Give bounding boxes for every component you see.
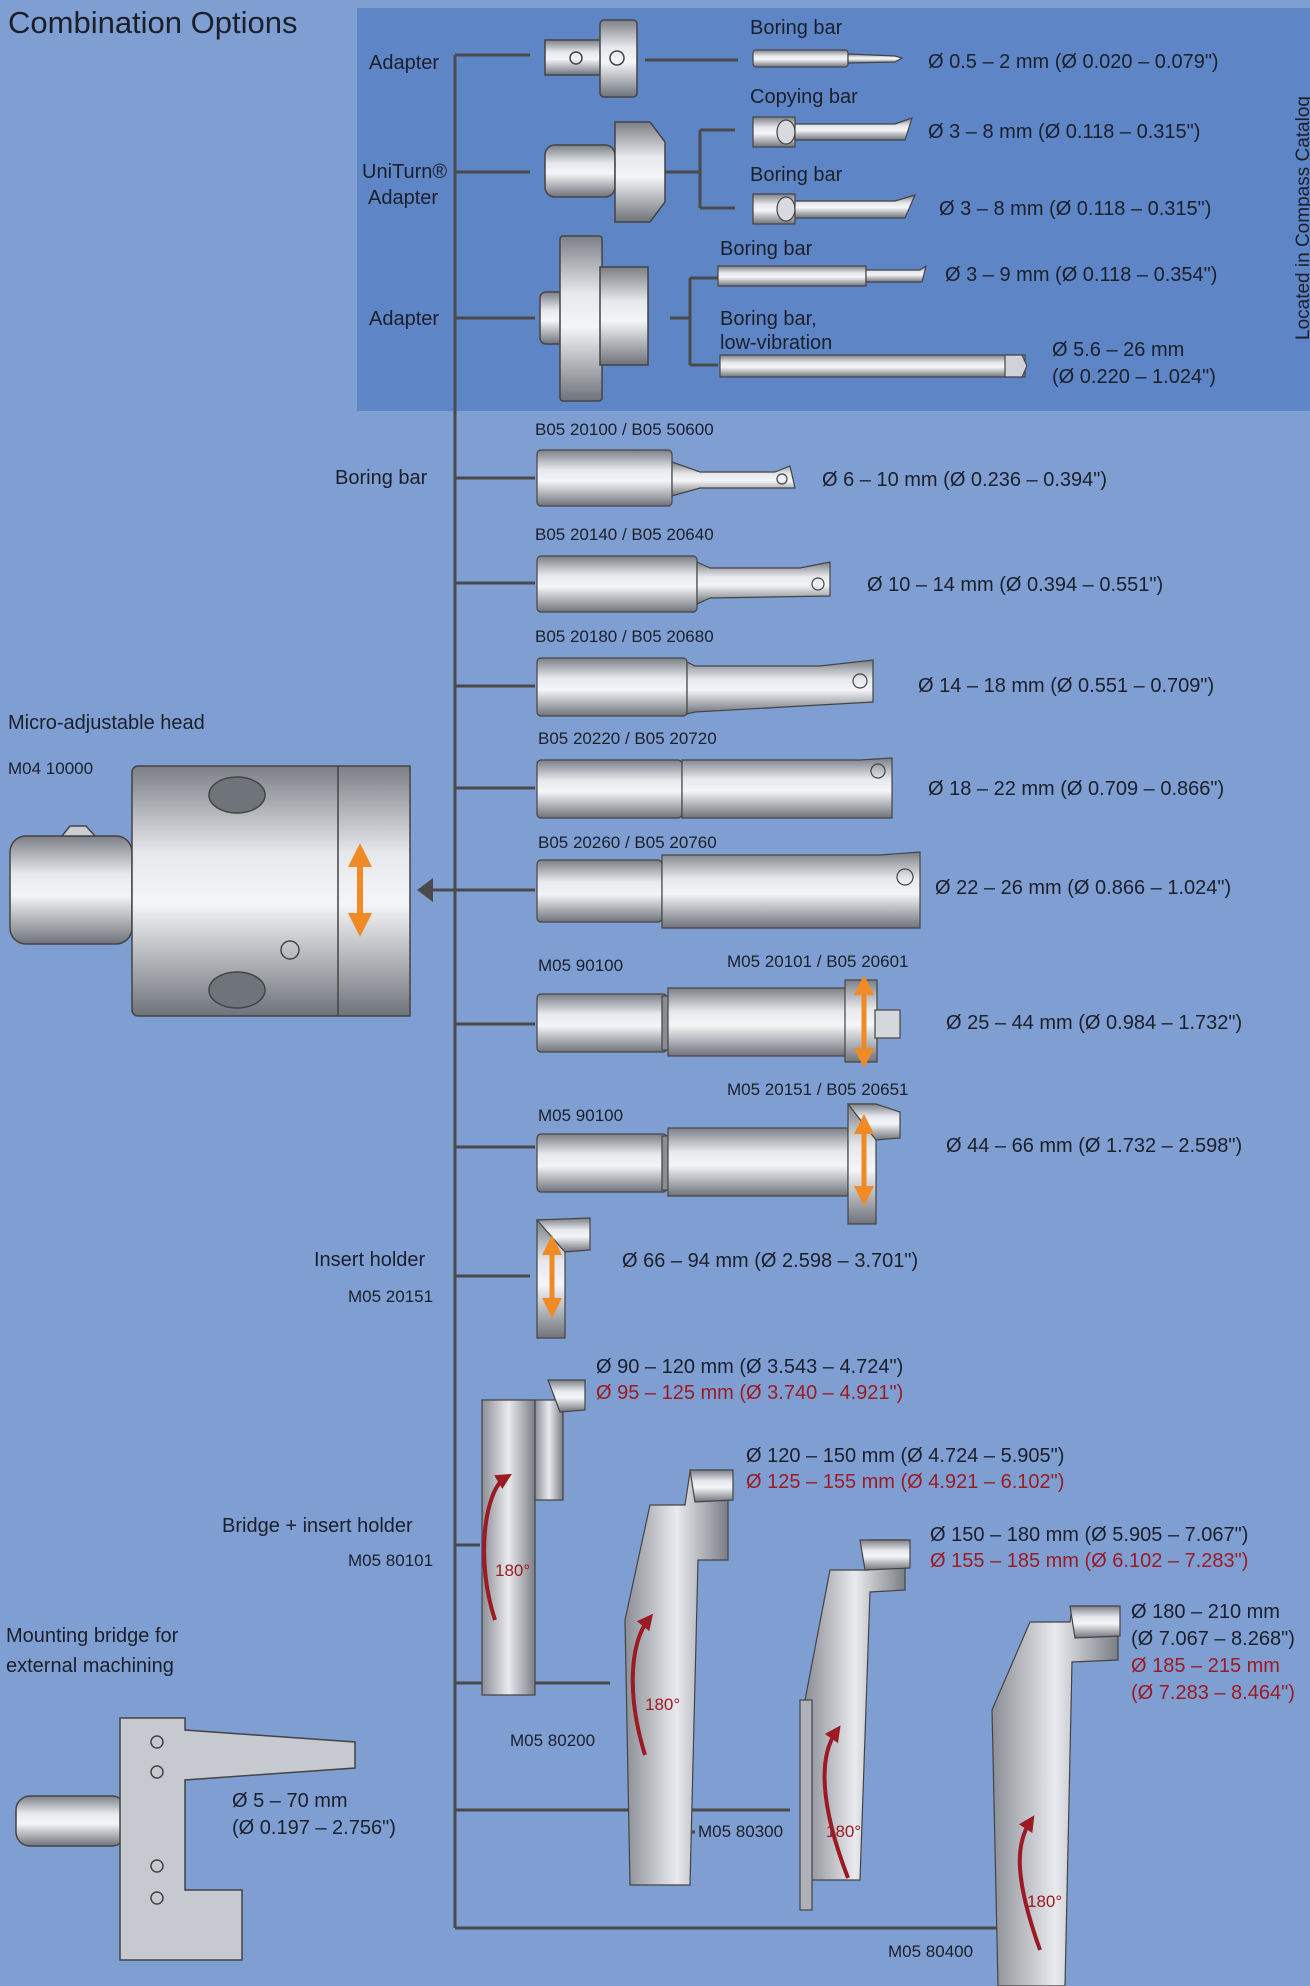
side-note: Located in Compass Catalog: [1293, 96, 1310, 340]
adapter-2-dim-2-line2: (Ø 0.220 – 1.024"): [1052, 366, 1216, 388]
low-vibration-bar-drawing: [719, 354, 1028, 378]
boring-bar-5-code: B05 20260 / B05 20760: [538, 833, 717, 852]
boring-bar-2-code: B05 20140 / B05 20640: [535, 525, 714, 544]
boring-bar-4-drawing: [536, 757, 893, 819]
boring-bar-adapter2-drawing: [717, 264, 927, 287]
insert-holder-code: M05 20151: [348, 1287, 434, 1306]
adapter-2-dim-2-line1: Ø 5.6 – 26 mm: [1052, 339, 1185, 361]
bridge-3-rotate: 180°: [826, 1822, 862, 1841]
uniturn-label-1: UniTurn®: [362, 161, 448, 183]
bridge-3-code: M05 80300: [698, 1822, 784, 1841]
bridge-4-dim-red-2: (Ø 7.283 – 8.464"): [1131, 1682, 1295, 1704]
adjustable-1-dim: Ø 25 – 44 mm (Ø 0.984 – 1.732"): [946, 1012, 1243, 1034]
copying-bar-dim: Ø 3 – 8 mm (Ø 0.118 – 0.315"): [928, 121, 1201, 143]
adjustable-assembly-2-drawing: [536, 1103, 901, 1225]
adapter-2-drawing: [539, 235, 649, 402]
boring-bar-2-dim: Ø 10 – 14 mm (Ø 0.394 – 0.551"): [867, 574, 1164, 596]
boring-bar-2-drawing: [536, 555, 831, 613]
boring-bar-3-drawing: [536, 657, 874, 717]
boring-bar-group-label: Boring bar: [335, 467, 428, 489]
bridge-1-rotate: 180°: [495, 1561, 531, 1580]
copying-bar-drawing: [752, 116, 913, 148]
bridge-3-dim: Ø 150 – 180 mm (Ø 5.905 – 7.067"): [930, 1524, 1249, 1546]
bridge-4-drawing: [991, 1605, 1121, 1986]
adapter-1-drawing: [544, 19, 638, 98]
adapter-2-label: Adapter: [369, 308, 440, 330]
bridge-1-drawing: [481, 1379, 586, 1696]
insert-holder-drawing: [535, 1217, 591, 1339]
adjustable-2-code-2: M05 20151 / B05 20651: [727, 1080, 909, 1099]
boring-bar-5-drawing: [536, 851, 921, 929]
uniturn-label-2: Adapter: [368, 187, 439, 209]
adapter-1-label: Adapter: [369, 52, 440, 74]
adjustable-2-dim: Ø 44 – 66 mm (Ø 1.732 – 2.598"): [946, 1135, 1243, 1157]
uniturn-boring-bar-dim: Ø 3 – 8 mm (Ø 0.118 – 0.315"): [939, 198, 1212, 220]
boring-bar-1-drawing: [536, 449, 796, 507]
bridge-4-dim-2: (Ø 7.067 – 8.268"): [1131, 1628, 1295, 1650]
copying-bar-label: Copying bar: [750, 86, 858, 108]
adapter-2-item-1: Boring bar: [720, 238, 813, 260]
bridge-3-dim-red: Ø 155 – 185 mm (Ø 6.102 – 7.283"): [930, 1550, 1249, 1572]
boring-bar-3-code: B05 20180 / B05 20680: [535, 627, 714, 646]
insert-holder-dim: Ø 66 – 94 mm (Ø 2.598 – 3.701"): [622, 1250, 919, 1272]
bridge-2-dim: Ø 120 – 150 mm (Ø 4.724 – 5.905"): [746, 1445, 1065, 1467]
mounting-dim-2: (Ø 0.197 – 2.756"): [232, 1817, 396, 1839]
boring-bar-4-code: B05 20220 / B05 20720: [538, 729, 717, 748]
bridge-2-rotate: 180°: [645, 1695, 681, 1714]
adapter-2-item-2-line1: Boring bar,: [720, 308, 817, 330]
bridge-code: M05 80101: [348, 1551, 434, 1570]
uniturn-adapter-drawing: [544, 121, 666, 223]
adjustable-2-code-1: M05 90100: [538, 1106, 624, 1125]
adapter-1-item: Boring bar: [750, 17, 843, 39]
bridge-3-drawing: [799, 1539, 911, 1911]
bridge-2-dim-red: Ø 125 – 155 mm (Ø 4.921 – 6.102"): [746, 1471, 1065, 1493]
bridge-4-dim-1: Ø 180 – 210 mm: [1131, 1601, 1280, 1623]
page-title: Combination Options: [8, 5, 298, 40]
bridge-1-dim: Ø 90 – 120 mm (Ø 3.543 – 4.724"): [596, 1356, 904, 1378]
mounting-label-1: Mounting bridge for: [6, 1625, 179, 1647]
connector-lines: [420, 53, 1000, 1930]
mounting-bridge-drawing: [15, 1717, 356, 1961]
boring-bar-3-dim: Ø 14 – 18 mm (Ø 0.551 – 0.709"): [918, 675, 1215, 697]
bridge-4-dim-red-1: Ø 185 – 215 mm: [1131, 1655, 1280, 1677]
adjustable-assembly-1-drawing: [536, 975, 901, 1068]
boring-bar-1-code: B05 20100 / B05 50600: [535, 420, 714, 439]
micro-head-label: Micro-adjustable head: [8, 712, 205, 734]
bridge-label: Bridge + insert holder: [222, 1515, 413, 1537]
boring-bar-5-dim: Ø 22 – 26 mm (Ø 0.866 – 1.024"): [935, 877, 1232, 899]
adjustable-1-code-2: M05 20101 / B05 20601: [727, 952, 909, 971]
adapter-2-item-2-line2: low-vibration: [720, 332, 833, 354]
uniturn-boring-bar-label: Boring bar: [750, 164, 843, 186]
micro-adjustable-head-drawing: [9, 765, 411, 1017]
boring-bar-small-drawing: [752, 49, 904, 68]
bridge-2-drawing: [624, 1469, 734, 1886]
bridge-4-rotate: 180°: [1027, 1892, 1063, 1911]
head-connection-arrow: [417, 878, 433, 902]
adjustable-1-code-1: M05 90100: [538, 956, 624, 975]
boring-bar-uniturn-drawing: [752, 193, 917, 225]
insert-holder-label: Insert holder: [314, 1249, 426, 1271]
mounting-dim-1: Ø 5 – 70 mm: [232, 1790, 348, 1812]
adapter-2-dim-1: Ø 3 – 9 mm (Ø 0.118 – 0.354"): [945, 264, 1218, 286]
boring-bar-4-dim: Ø 18 – 22 mm (Ø 0.709 – 0.866"): [928, 778, 1225, 800]
boring-bar-1-dim: Ø 6 – 10 mm (Ø 0.236 – 0.394"): [822, 469, 1108, 491]
bridge-2-code: M05 80200: [510, 1731, 596, 1750]
bridge-1-dim-red: Ø 95 – 125 mm (Ø 3.740 – 4.921"): [596, 1382, 904, 1404]
bridge-4-code: M05 80400: [888, 1942, 974, 1961]
mounting-label-2: external machining: [6, 1655, 174, 1677]
adapter-1-dim: Ø 0.5 – 2 mm (Ø 0.020 – 0.079"): [928, 51, 1219, 73]
micro-head-code: M04 10000: [8, 759, 94, 778]
